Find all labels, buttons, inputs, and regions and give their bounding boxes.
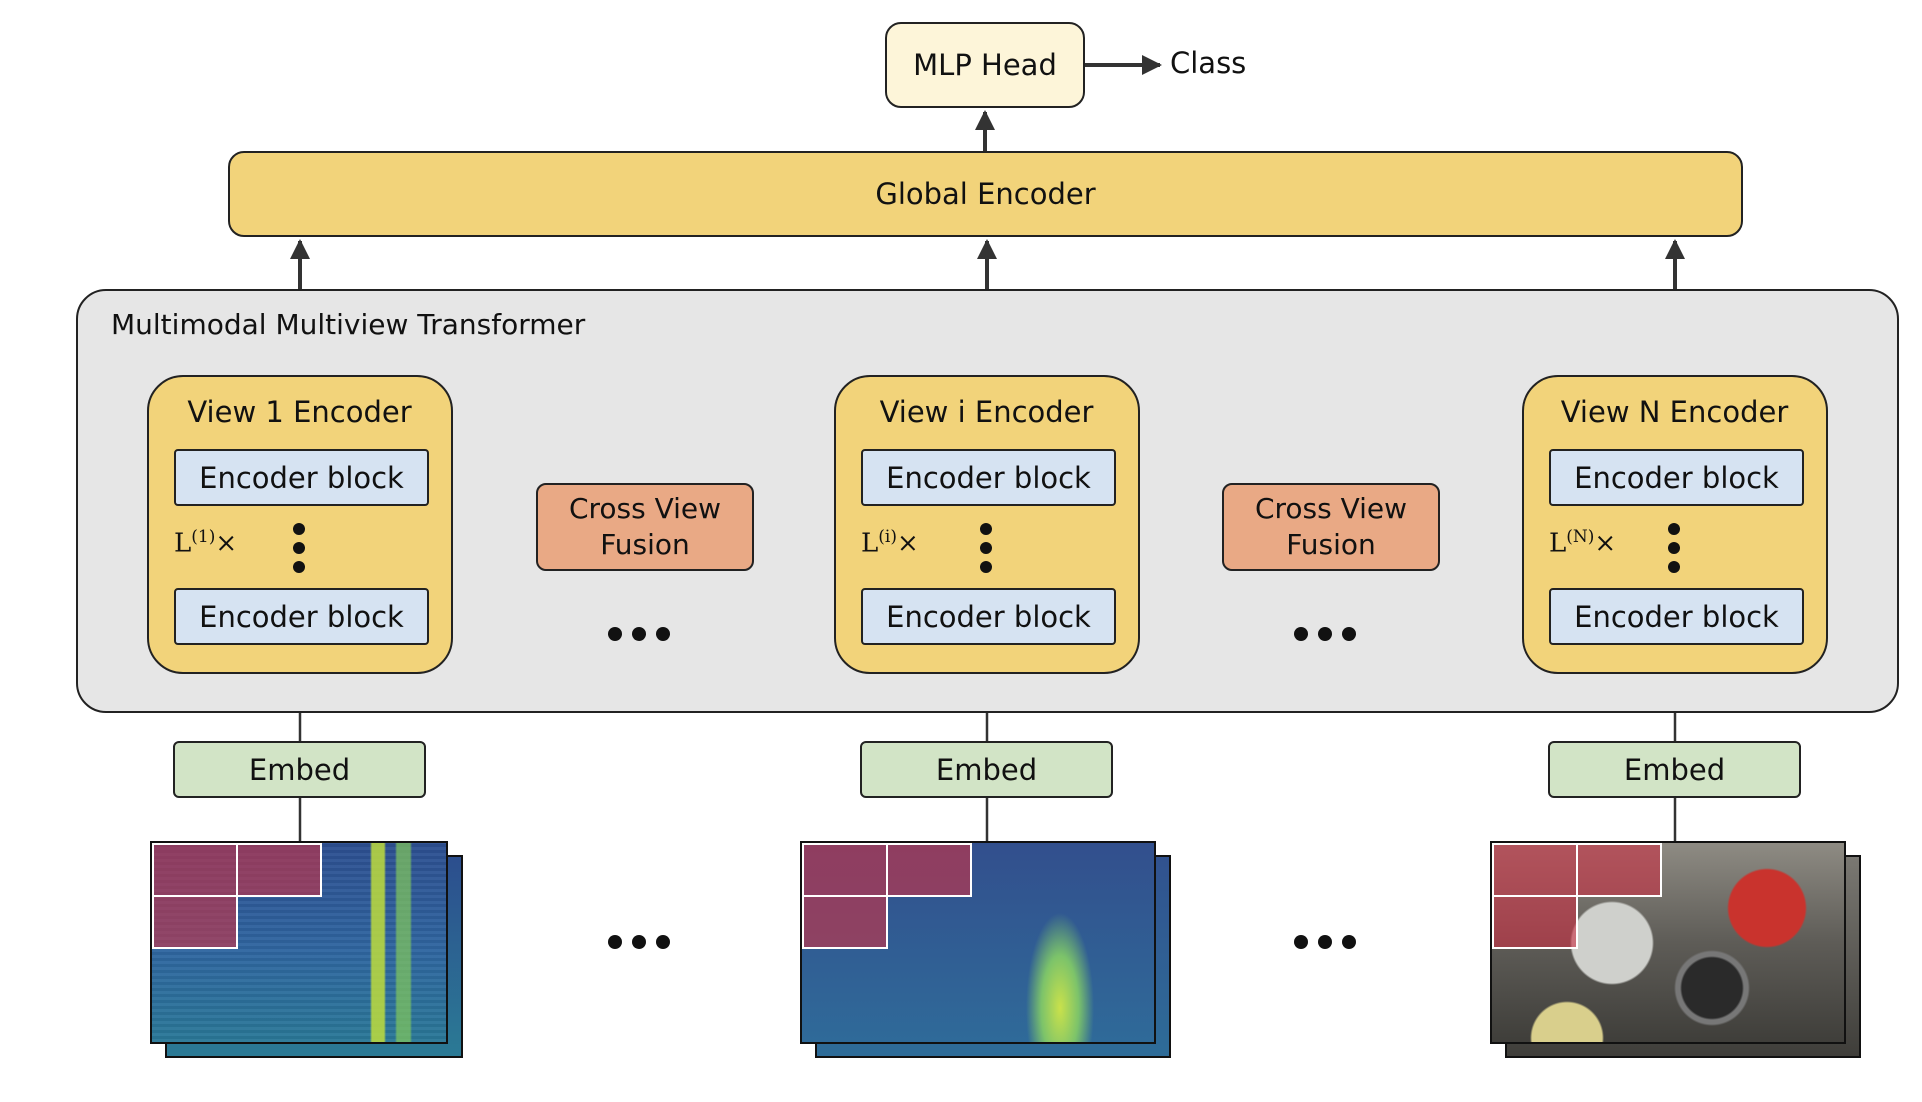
token-patch (886, 843, 972, 897)
view-i-layer-count: L(i)× (861, 527, 919, 559)
feature-map-image (800, 841, 1156, 1044)
token-patch (152, 843, 238, 897)
ellipsis-mmt-2 (1294, 626, 1366, 645)
view-n-layer-count: L(N)× (1549, 527, 1617, 559)
view-1-vertical-ellipsis (293, 523, 305, 580)
token-patch (1492, 895, 1578, 949)
view-1-encoder-block-top: Encoder block (174, 449, 429, 506)
class-label: Class (1170, 46, 1247, 80)
view-i-title: View i Encoder (879, 395, 1094, 429)
mmt-title: Multimodal Multiview Transformer (111, 308, 586, 341)
view-n-encoder-block-bottom: Encoder block (1549, 588, 1804, 645)
view-n-encoder-block-top: Encoder block (1549, 449, 1804, 506)
view-n-title: View N Encoder (1560, 395, 1789, 429)
view-1-layer-count: L(1)× (174, 527, 238, 559)
token-patch (802, 895, 888, 949)
mlp-head-label: MLP Head (913, 48, 1057, 82)
view-1-encoder-block-bottom: Encoder block (174, 588, 429, 645)
embed-view-1: Embed (173, 741, 426, 798)
rgb-frame-image (1490, 841, 1846, 1044)
view-i-encoder: View i Encoder Encoder block L(i)× Encod… (834, 375, 1140, 674)
embed-view-i: Embed (860, 741, 1113, 798)
token-patch (152, 895, 238, 949)
token-patch (1492, 843, 1578, 897)
view-i-encoder-block-top: Encoder block (861, 449, 1116, 506)
global-encoder-label: Global Encoder (875, 177, 1096, 211)
view-1-title: View 1 Encoder (187, 395, 412, 429)
mlp-head-box: MLP Head (885, 22, 1085, 108)
view-i-encoder-block-bottom: Encoder block (861, 588, 1116, 645)
ellipsis-mmt-1 (608, 626, 680, 645)
token-patch (236, 843, 322, 897)
view-1-encoder: View 1 Encoder Encoder block L(1)× Encod… (147, 375, 453, 674)
token-patch (1576, 843, 1662, 897)
view-n-vertical-ellipsis (1668, 523, 1680, 580)
ellipsis-inputs-2 (1294, 934, 1366, 953)
view-i-vertical-ellipsis (980, 523, 992, 580)
spectrogram-image (150, 841, 448, 1044)
embed-view-n: Embed (1548, 741, 1801, 798)
view-n-encoder: View N Encoder Encoder block L(N)× Encod… (1522, 375, 1828, 674)
token-patch (802, 843, 888, 897)
global-encoder-box: Global Encoder (228, 151, 1743, 237)
ellipsis-inputs-1 (608, 934, 680, 953)
